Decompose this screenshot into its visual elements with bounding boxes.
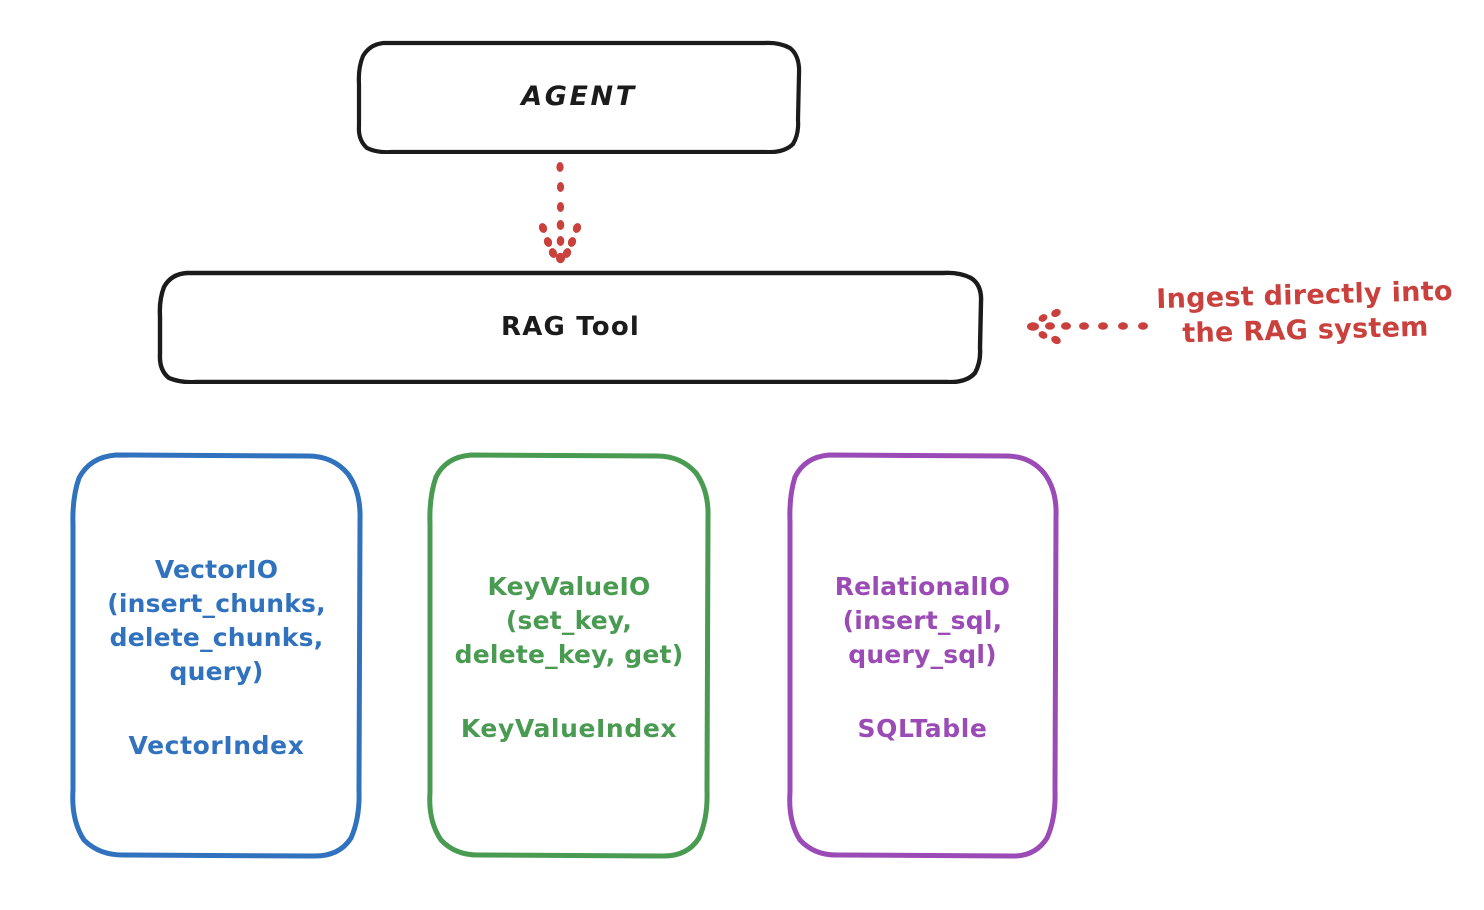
node-agent-label: AGENT	[521, 81, 637, 113]
node-rag-tool-label: RAG Tool	[500, 311, 641, 342]
vector-io-title: VectorIO (insert_chunks, delete_chunks, …	[107, 554, 326, 686]
key-value-io-title: KeyValueIO (set_key, delete_key, get)	[454, 571, 684, 669]
relational-io-labels: RelationalIO (insert_sql, query_sql) SQL…	[785, 570, 1060, 743]
node-rag-tool[interactable]: RAG Tool	[157, 270, 984, 384]
vector-io-index: VectorIndex	[128, 730, 305, 760]
node-key-value-io[interactable]: KeyValueIO (set_key, delete_key, get) Ke…	[425, 450, 713, 862]
key-value-io-index: KeyValueIndex	[460, 713, 678, 743]
node-relational-io[interactable]: RelationalIO (insert_sql, query_sql) SQL…	[785, 450, 1060, 862]
dotted-down-arrow-icon	[538, 162, 582, 264]
node-agent[interactable]: AGENT	[356, 40, 802, 154]
annotation-ingest: Ingest directly into the RAG system	[1155, 275, 1454, 350]
dotted-left-arrow-icon	[1027, 308, 1148, 345]
node-vector-io[interactable]: VectorIO (insert_chunks, delete_chunks, …	[68, 450, 365, 862]
vector-io-labels: VectorIO (insert_chunks, delete_chunks, …	[68, 553, 365, 760]
key-value-io-labels: KeyValueIO (set_key, delete_key, get) Ke…	[425, 570, 713, 743]
relational-io-title: RelationalIO (insert_sql, query_sql)	[834, 571, 1011, 669]
relational-io-index: SQLTable	[857, 713, 988, 743]
